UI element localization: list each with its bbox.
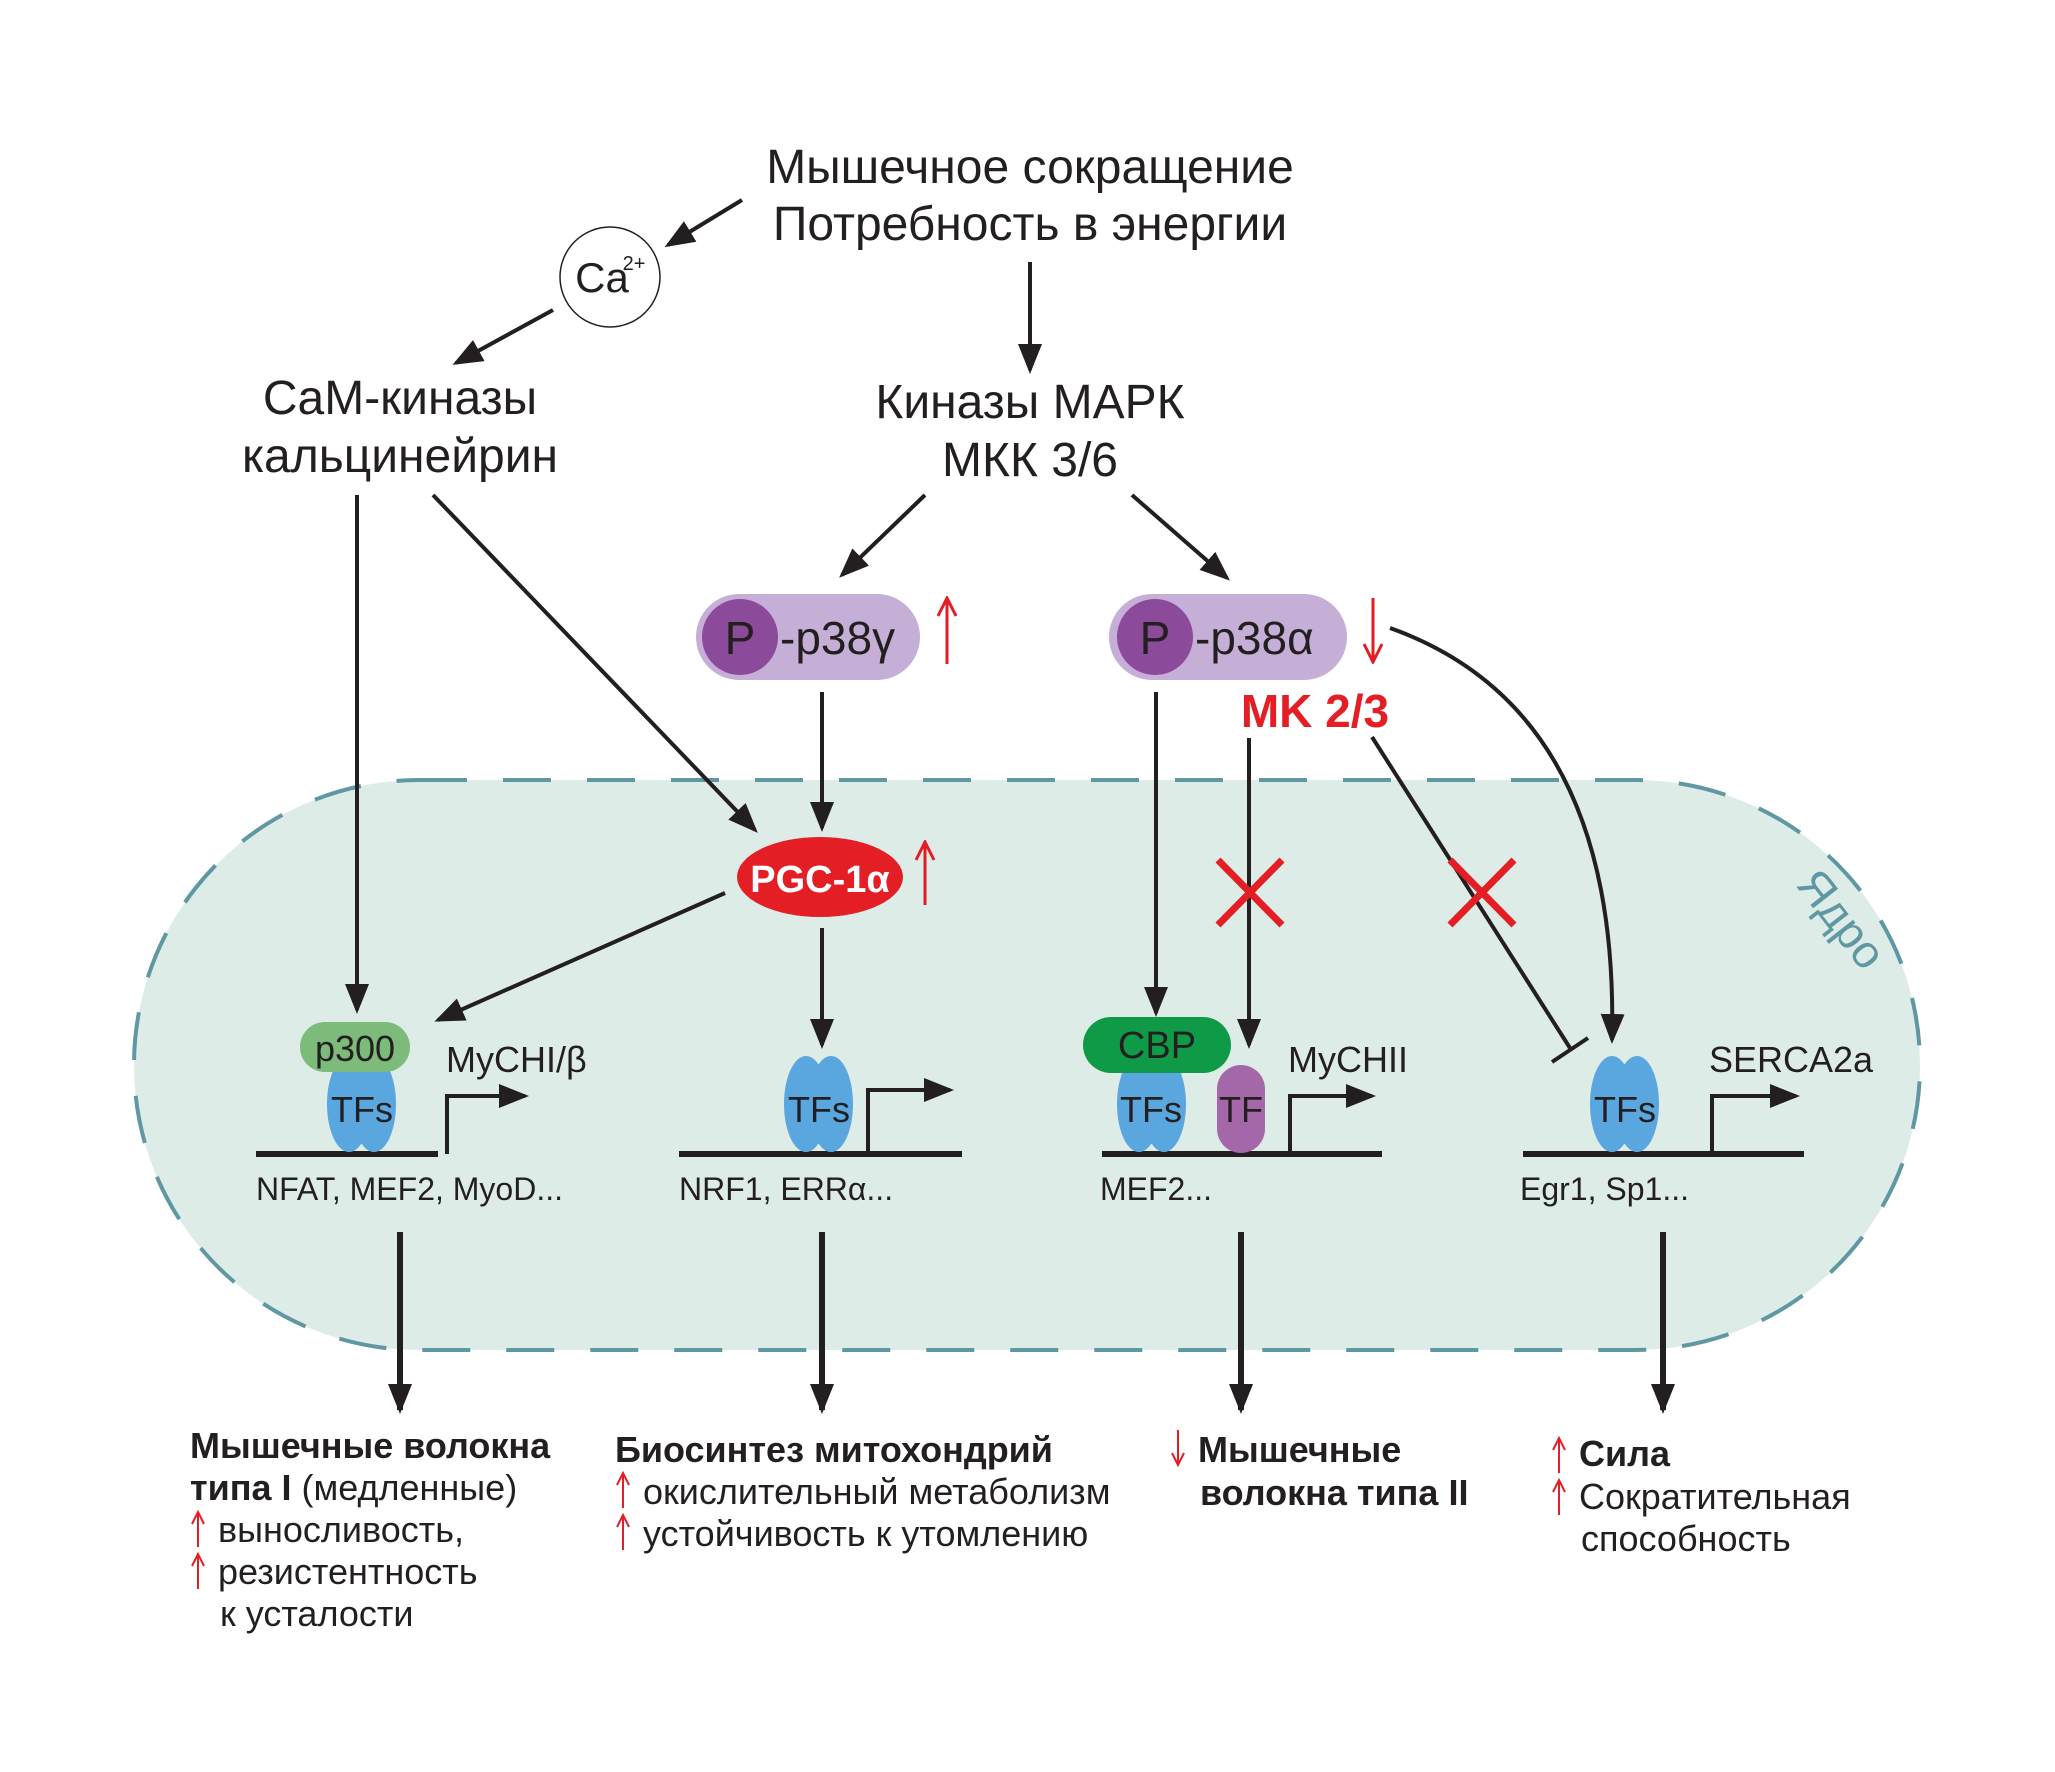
gene-group-3: CBP TFs TF MyCHII MEF2... (1083, 1017, 1408, 1207)
factors-label: Egr1, Sp1... (1520, 1171, 1689, 1207)
calcium-label: Ca (575, 254, 629, 301)
mapk-line-2: МКК 3/6 (942, 434, 1118, 487)
gene-group-4: TFs SERCA2a Egr1, Sp1... (1520, 1039, 1874, 1207)
outcome-item: выносливость, (218, 1509, 464, 1550)
title-line-1: Мышечное сокращение (766, 141, 1294, 194)
factors-label: NRF1, ERRα... (679, 1171, 893, 1207)
tfs-label: TFs (788, 1089, 850, 1130)
phospho-label: P (1140, 612, 1171, 664)
phospho-label: P (725, 612, 756, 664)
cbp-label: CBP (1118, 1025, 1196, 1067)
arrow-cam-to-pgc (431, 493, 758, 833)
p300-label: p300 (315, 1028, 395, 1069)
outcome-item: Сократительная (1579, 1476, 1851, 1517)
outcome-title: Биосинтез митохондрий (615, 1429, 1053, 1470)
factors-label: MEF2... (1100, 1171, 1212, 1207)
outcome-title: Сила (1579, 1433, 1671, 1474)
p38-gamma: P -p38γ (696, 594, 920, 680)
outcome-1: Мышечные волокна типа I (медленные) выно… (190, 1425, 551, 1634)
p38-gamma-label: -p38γ (780, 612, 895, 664)
arrow-mapk-to-p38g (839, 493, 927, 578)
gene-label: MyCHII (1288, 1039, 1408, 1080)
tfs-label: TFs (1120, 1089, 1182, 1130)
tf-purple (1217, 1065, 1265, 1153)
inhibit-bar (1550, 1036, 1590, 1064)
outcome-item: устойчивость к утомлению (643, 1513, 1088, 1554)
pgc1a (737, 837, 903, 917)
arrow-mapk-to-p38a (1130, 493, 1231, 581)
outcome-item: резистентность (218, 1551, 478, 1592)
arrow-p38a-to-tfs (1389, 626, 1625, 1044)
outcome-item: к усталости (220, 1593, 413, 1634)
factors-label: NFAT, MEF2, MyoD... (256, 1171, 563, 1207)
outcome-title-2: волокна типа II (1200, 1472, 1468, 1513)
inhibit-mk23-to-tfs (1370, 735, 1572, 1050)
arrow-title-to-calcium (664, 198, 744, 248)
arrow-pgc-to-p300 (434, 891, 726, 1022)
cam-line-2: кальцинейрин (242, 430, 558, 483)
phospho-circle (702, 599, 778, 675)
calcium-superscript: 2+ (623, 253, 646, 275)
outcome-title-2: типа I (медленные) (190, 1467, 517, 1508)
cbp (1083, 1017, 1231, 1073)
calcium-circle (559, 226, 661, 328)
gene-group-2: TFs NRF1, ERRα... (679, 1056, 962, 1207)
mk23-label: MK 2/3 (1241, 685, 1389, 737)
mapk-line-1: Киназы МАРК (875, 376, 1184, 429)
tfs-label: TFs (1594, 1089, 1656, 1130)
outcome-3: Мышечные волокна типа II (1178, 1429, 1468, 1513)
gene-group-1: p300 TFs MyCHI/β NFAT, MEF2, MyoD... (256, 1022, 587, 1207)
outcome-title: Мышечные волокна (190, 1425, 551, 1466)
outcome-4: Сила Сократительная способность (1559, 1433, 1851, 1559)
outcome-title: Мышечные (1198, 1429, 1401, 1470)
p300 (300, 1022, 410, 1072)
phospho-circle (1117, 599, 1193, 675)
p38-alpha-label: -p38α (1195, 612, 1314, 664)
title-line-2: Потребность в энергии (773, 198, 1287, 251)
arrow-calcium-to-cam (452, 308, 554, 365)
gene-label: SERCA2a (1709, 1039, 1874, 1080)
pgc1a-label: PGC-1α (750, 859, 890, 901)
block-cross-icon (1447, 857, 1517, 928)
tfs-label: TFs (331, 1089, 393, 1130)
p38-alpha: P -p38α (1109, 594, 1347, 680)
tf-label: TF (1219, 1089, 1263, 1130)
gene-label: MyCHI/β (446, 1039, 587, 1080)
outcome-item: способность (1581, 1518, 1791, 1559)
nucleus (132, 778, 1922, 1352)
cam-line-1: CaM-киназы (263, 372, 537, 425)
outcome-2: Биосинтез митохондрий окислительный мета… (615, 1429, 1110, 1554)
block-cross-icon (1215, 857, 1285, 928)
outcome-item: окислительный метаболизм (643, 1471, 1110, 1512)
